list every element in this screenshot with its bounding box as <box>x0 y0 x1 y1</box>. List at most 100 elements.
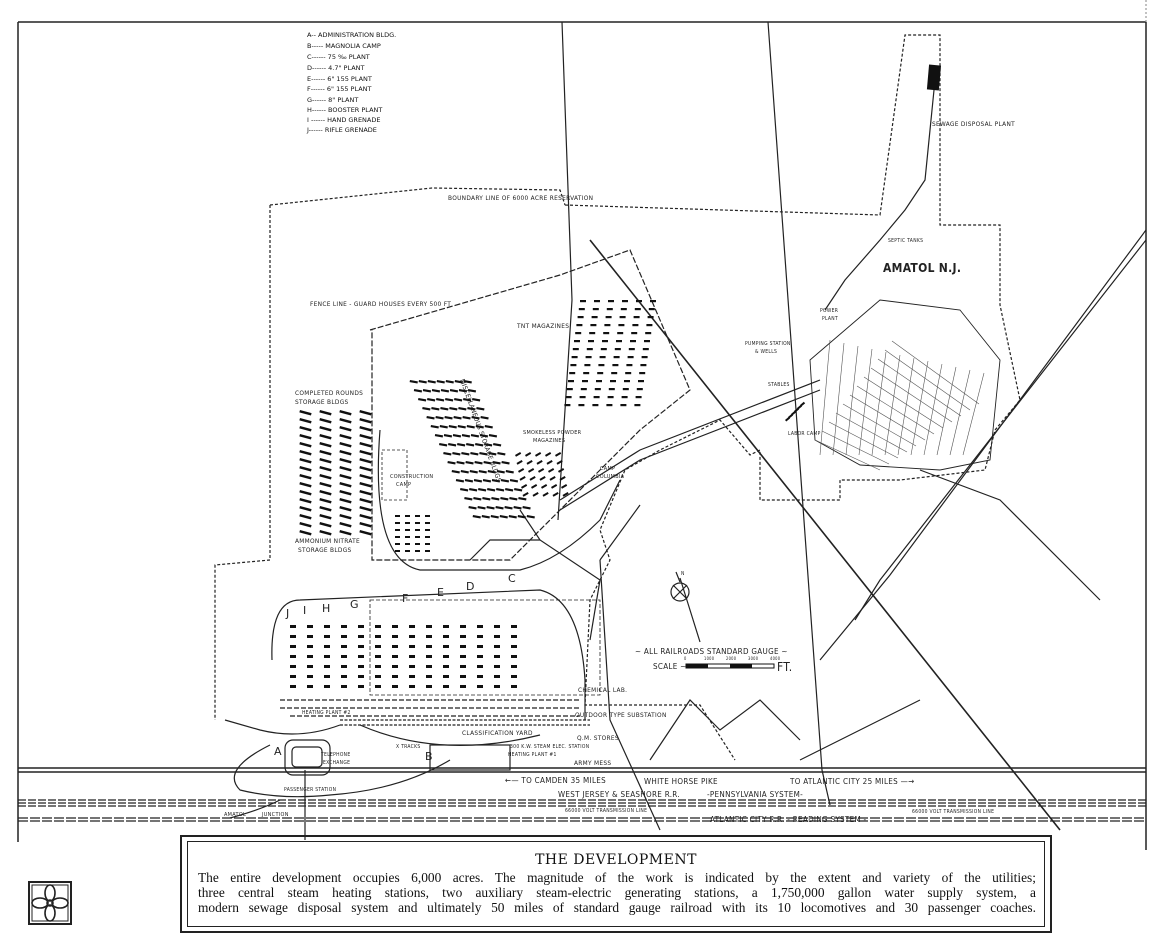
reservation-boundary <box>214 34 1021 761</box>
town-street <box>819 339 831 456</box>
building <box>299 497 312 504</box>
building <box>395 550 400 552</box>
building <box>638 380 644 383</box>
building <box>488 434 498 438</box>
building <box>622 300 628 303</box>
building <box>472 515 481 519</box>
town-street <box>910 360 929 456</box>
building <box>339 457 352 464</box>
building <box>492 461 501 465</box>
town-street <box>835 412 908 453</box>
building <box>457 424 466 429</box>
building <box>482 478 492 483</box>
town-area <box>809 299 1001 471</box>
building <box>290 655 296 658</box>
building <box>461 451 470 456</box>
building <box>339 482 352 488</box>
building <box>358 685 364 688</box>
caption-box: THE DEVELOPMENT The entire development o… <box>180 835 1052 933</box>
power-plant-label: POWER <box>820 308 838 314</box>
building <box>415 529 420 531</box>
building <box>558 468 565 473</box>
building <box>290 685 296 688</box>
building <box>425 543 430 545</box>
building <box>640 364 647 367</box>
building <box>307 635 313 638</box>
building <box>443 452 452 456</box>
building <box>319 490 332 496</box>
town-street <box>949 369 971 456</box>
sewage-label: SEWAGE DISPOSAL PLANT <box>932 120 1015 128</box>
building <box>538 468 545 473</box>
substation-label: OUTDOOR TYPE SUBSTATION <box>575 711 667 719</box>
building <box>518 468 525 473</box>
building <box>359 490 372 496</box>
building <box>471 415 480 420</box>
smokeless-powder-label: MAGAZINES <box>533 438 565 444</box>
building <box>375 635 381 638</box>
building <box>467 389 477 393</box>
pumping-station-label: PUMPING STATION <box>745 341 791 347</box>
building <box>511 655 517 658</box>
building <box>290 675 296 678</box>
building <box>475 442 484 447</box>
legend-item: D------ 4.7" PLANT <box>307 64 365 72</box>
building <box>324 625 330 628</box>
building <box>359 458 372 464</box>
town-street <box>962 372 985 456</box>
misc-storage-label: MISCELLANEOUS STORAGE BLDGS <box>458 378 503 483</box>
building <box>633 316 640 319</box>
caption-inner-frame: THE DEVELOPMENT The entire development o… <box>187 841 1045 927</box>
building <box>431 407 440 411</box>
building <box>430 424 439 429</box>
building <box>545 452 552 457</box>
camp-columbia-label: CAMP <box>600 466 615 472</box>
building <box>597 372 604 375</box>
building <box>445 398 454 402</box>
building <box>339 498 352 504</box>
telephone-exchange-label: TELEPHONE <box>320 752 350 758</box>
building <box>339 514 352 520</box>
building <box>434 433 444 438</box>
town-street <box>845 345 859 456</box>
building <box>341 635 347 638</box>
legend-item: G------ 8" PLANT <box>307 96 358 104</box>
building <box>479 434 489 438</box>
building <box>516 460 523 465</box>
building <box>630 340 636 343</box>
building <box>299 514 312 520</box>
building <box>614 348 621 351</box>
plant-letter: D <box>466 580 474 593</box>
building <box>494 655 500 658</box>
qm-stores-label: Q.M. STORES <box>577 734 619 742</box>
legend-item: J------ RIFLE GRENADE <box>306 126 377 134</box>
building <box>548 468 555 473</box>
steam-station-label: 300 K.W. STEAM ELEC. STATION <box>510 744 589 750</box>
building <box>505 470 514 474</box>
building <box>339 426 352 432</box>
building <box>453 415 462 420</box>
plant-letter: E <box>437 586 444 599</box>
north-arrow-label: N <box>681 571 685 577</box>
building <box>375 645 381 648</box>
building <box>631 332 638 335</box>
building <box>551 484 558 489</box>
building <box>358 665 364 668</box>
building <box>440 389 450 393</box>
building <box>290 625 296 628</box>
caption-title: THE DEVELOPMENT <box>535 852 697 868</box>
building <box>468 505 477 510</box>
building <box>290 635 296 638</box>
building <box>605 316 612 319</box>
building <box>552 492 559 497</box>
building <box>460 665 466 668</box>
building <box>532 492 539 497</box>
building <box>482 497 491 501</box>
building <box>299 481 312 488</box>
building <box>593 396 600 399</box>
building <box>324 665 330 668</box>
town-street <box>814 439 881 471</box>
building <box>478 470 487 474</box>
building <box>409 665 415 668</box>
building <box>339 450 352 456</box>
